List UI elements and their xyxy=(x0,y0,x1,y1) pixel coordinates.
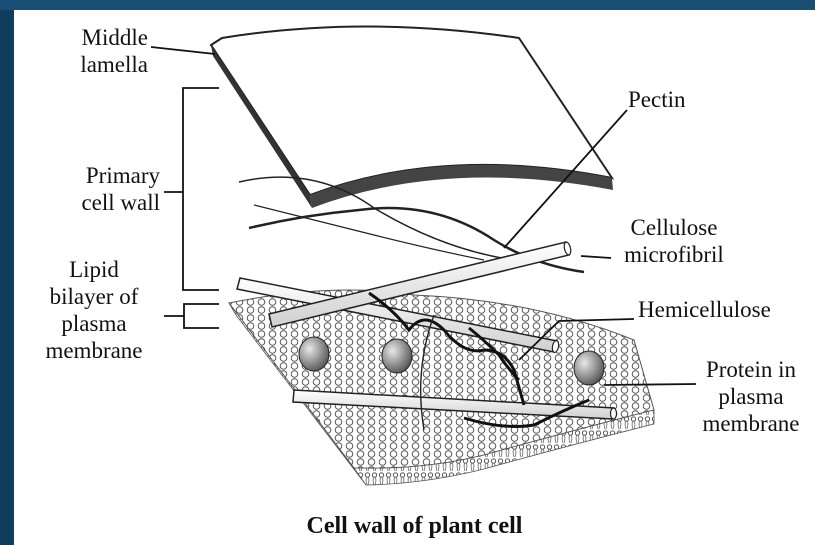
label-cellulose-microfibril: Cellulose microfibril xyxy=(610,214,738,268)
label-cellulose-line2: microfibril xyxy=(610,241,738,268)
label-middle-lamella: Middle lamella xyxy=(54,24,148,78)
label-primary-cell-wall-line1: Primary xyxy=(44,162,160,189)
label-hemicellulose: Hemicellulose xyxy=(638,296,771,323)
label-protein-line2: plasma xyxy=(690,383,812,410)
middle-lamella-leader xyxy=(151,47,215,54)
label-pectin: Pectin xyxy=(628,86,686,113)
label-lipid-bilayer-line2: bilayer of xyxy=(28,283,160,310)
label-lipid-bilayer-line1: Lipid xyxy=(28,256,160,283)
label-pectin-text: Pectin xyxy=(628,86,686,113)
primary-cell-wall-bracket xyxy=(183,88,219,290)
label-lipid-bilayer-line4: membrane xyxy=(28,337,160,364)
label-middle-lamella-line2: lamella xyxy=(54,51,148,78)
label-lipid-bilayer: Lipid bilayer of plasma membrane xyxy=(28,256,160,364)
label-protein-line1: Protein in xyxy=(690,356,812,383)
middle-lamella-sheet xyxy=(211,27,613,209)
label-primary-cell-wall: Primary cell wall xyxy=(44,162,160,216)
protein-leader xyxy=(604,384,696,385)
cellulose-leader xyxy=(581,256,611,258)
label-protein: Protein in plasma membrane xyxy=(690,356,812,437)
label-cellulose-line1: Cellulose xyxy=(610,214,738,241)
diagram-panel: Middle lamella Primary cell wall Lipid b… xyxy=(14,10,815,545)
label-protein-line3: membrane xyxy=(690,410,812,437)
label-hemicellulose-text: Hemicellulose xyxy=(638,296,771,323)
lipid-bilayer-bracket xyxy=(184,304,219,328)
label-primary-cell-wall-line2: cell wall xyxy=(44,189,160,216)
diagram-caption: Cell wall of plant cell xyxy=(14,513,815,540)
label-lipid-bilayer-line3: plasma xyxy=(28,310,160,337)
top-frame-border xyxy=(0,0,815,10)
label-middle-lamella-line1: Middle xyxy=(54,24,148,51)
